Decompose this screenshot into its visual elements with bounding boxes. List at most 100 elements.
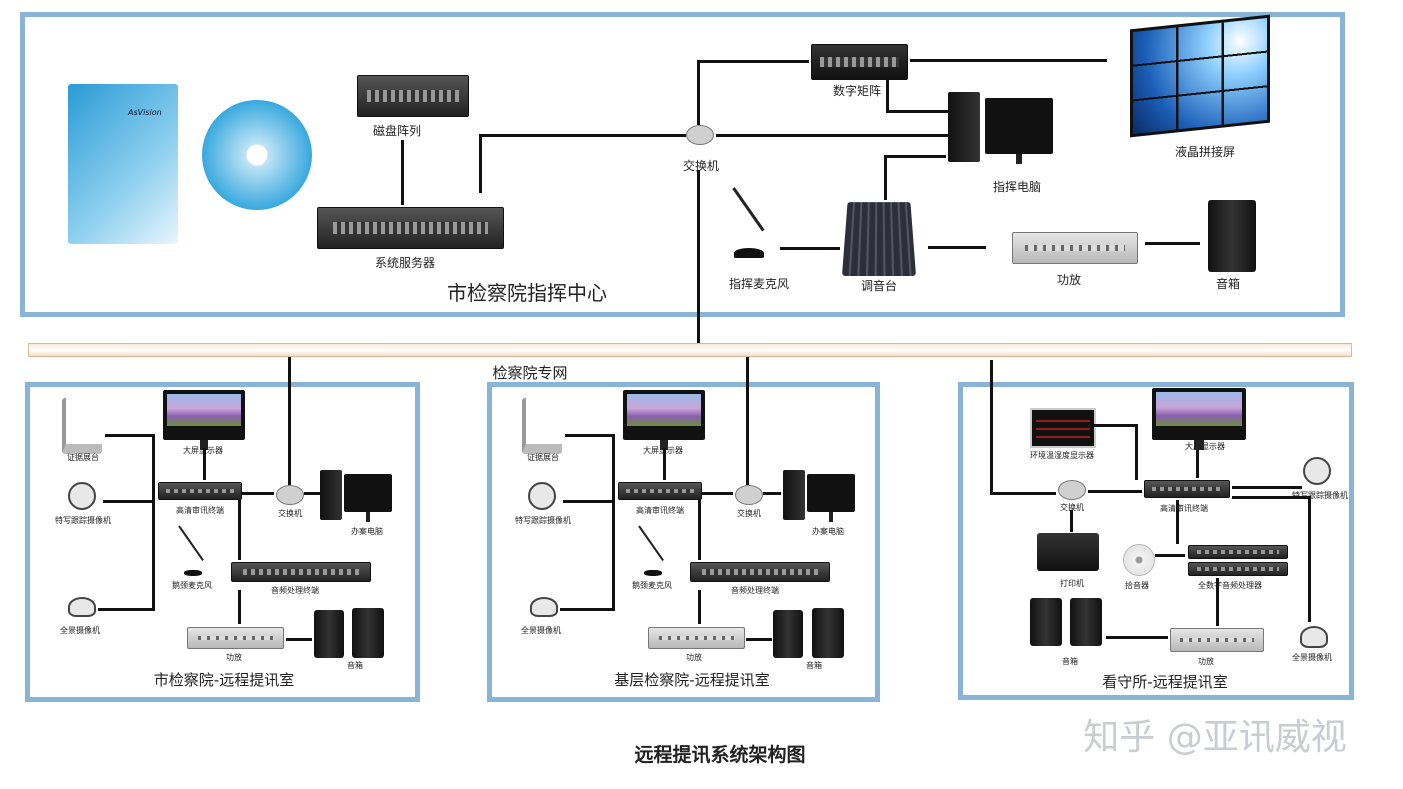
watermark: 知乎 @亚讯威视 [1083,717,1347,758]
room3-switch-image [1058,480,1086,500]
link-matrix-pc-h [886,110,948,113]
room1-hd-terminal-label: 高清审讯终端 [176,506,224,515]
room3-speaker-left [1030,598,1062,646]
room2-tracking-cam-label: 特写跟踪摄像机 [515,516,571,525]
room3-printer-label: 打印机 [1060,579,1084,588]
room3-amplifier-label: 功放 [1198,657,1214,666]
room1-office-pc-label: 办案电脑 [351,527,383,536]
room1-pano-cam-label: 全景摄像机 [60,626,100,635]
room3-link-pano-v [1308,496,1311,622]
cc-amplifier-image [1012,232,1138,264]
room1-link-switch [242,492,274,495]
server-image [317,207,504,249]
network-label: 检察院专网 [492,364,568,382]
command-mic-image [728,187,768,258]
link-matrix-wall [910,59,1107,62]
room2-link-amp [698,590,701,624]
link-amp-speaker [1145,242,1200,245]
brand-logo: AsVision [128,108,162,117]
room2-audio-proc-label: 音频处理终端 [731,586,779,595]
room3-digital-audio-image-2 [1188,562,1288,576]
room2-tracking-cam-image [528,482,556,510]
room1-link-tracking [103,500,155,503]
room1-title: 市检察院-远程提讯室 [153,671,295,689]
room3-link-net-switch [990,492,1056,495]
room2-pano-cam-image [530,597,558,617]
command-mic-label: 指挥麦克风 [728,277,790,291]
room1-switch-label: 交换机 [278,509,302,518]
command-pc-label: 指挥电脑 [992,180,1042,194]
software-box-image: AsVision [68,84,178,244]
link-switch-matrix [697,60,809,63]
diagram-caption: 远程提讯系统架构图 [634,744,806,766]
room2-hd-terminal-image [618,482,702,500]
command-pc-monitor [985,98,1053,164]
link-switch-up [697,60,700,125]
room3-link-pano-h [1232,496,1310,499]
room3-tracking-cam-label: 特写跟踪摄像机 [1292,491,1348,500]
room3-link-printer [1070,510,1073,532]
room2-pano-cam-label: 全景摄像机 [521,626,561,635]
room1-tracking-cam-label: 特写跟踪摄像机 [55,516,111,525]
link-mixer-amp [928,246,986,249]
room1-evidence-cam-image [62,398,102,454]
link-server-switch [479,134,686,137]
room1-gooseneck-mic-image [176,525,206,576]
room1-link-amp [238,590,241,624]
room2-link-switch [702,492,733,495]
mixer-label: 调音台 [860,279,898,293]
room3-tracking-cam-image [1303,457,1331,485]
cc-switch-label: 交换机 [682,159,720,173]
room1-audio-proc-image [231,562,371,582]
room1-link-vert [152,434,155,609]
link-server-up [479,135,482,193]
room3-link-amp [1216,578,1219,626]
room2-speaker-label: 音箱 [806,661,822,670]
command-pc-tower [948,92,980,162]
private-network-bar [28,343,1352,357]
room3-link-env-v [1135,424,1138,480]
room3-printer-image [1037,533,1099,571]
room1-speaker-left [314,610,344,658]
room3-link-screen [1196,450,1199,478]
room2-link-evidence [565,434,615,437]
room2-link-audio [698,500,701,560]
room2-link-pc [763,492,781,495]
room2-gooseneck-mic-image [636,525,666,576]
room3-link-pickup [1155,554,1185,557]
room3-hd-terminal-image [1144,480,1230,498]
room2-title: 基层检察院-远程提讯室 [614,671,770,689]
server-label: 系统服务器 [374,256,436,270]
link-disk-server [401,140,404,205]
room1-speaker-right [352,608,384,658]
room3-hd-terminal-label: 高清审讯终端 [1160,504,1208,513]
room2-link-tracking [563,500,615,503]
room2-speaker-left [773,610,803,658]
room3-amplifier-image [1170,628,1264,652]
room3-link-tracking [1232,486,1302,489]
room1-big-screen-image [163,390,245,450]
room2-big-screen-image [623,390,705,450]
room3-link-speaker [1106,636,1168,639]
room1-tracking-cam-image [68,482,96,510]
room3-big-screen-label: 大屏显示器 [1185,442,1225,451]
room1-audio-proc-label: 音频处理终端 [271,586,319,595]
mixer-image [841,202,917,276]
room3-digital-audio-image [1188,545,1288,559]
room2-hd-terminal-label: 高清审讯终端 [636,506,684,515]
cc-speaker-label: 音箱 [1215,277,1241,291]
room2-speaker-right [812,608,844,658]
room1-hd-terminal-image [158,482,242,500]
room3-pickup-image [1123,544,1155,576]
link-matrix-pc [886,78,889,111]
room1-office-pc-tower [320,470,342,520]
room1-link-screen [203,448,206,480]
room2-audio-proc-image [690,562,830,582]
room1-link-pc [304,492,320,495]
room3-link-env [1093,424,1135,427]
room2-amplifier-image [648,627,745,649]
room1-gooseneck-mic-label: 鹅颈麦克风 [172,581,212,590]
room3-net-link [990,360,993,494]
room2-link-speaker [746,638,772,641]
room3-pano-cam-label: 全景摄像机 [1292,653,1332,662]
